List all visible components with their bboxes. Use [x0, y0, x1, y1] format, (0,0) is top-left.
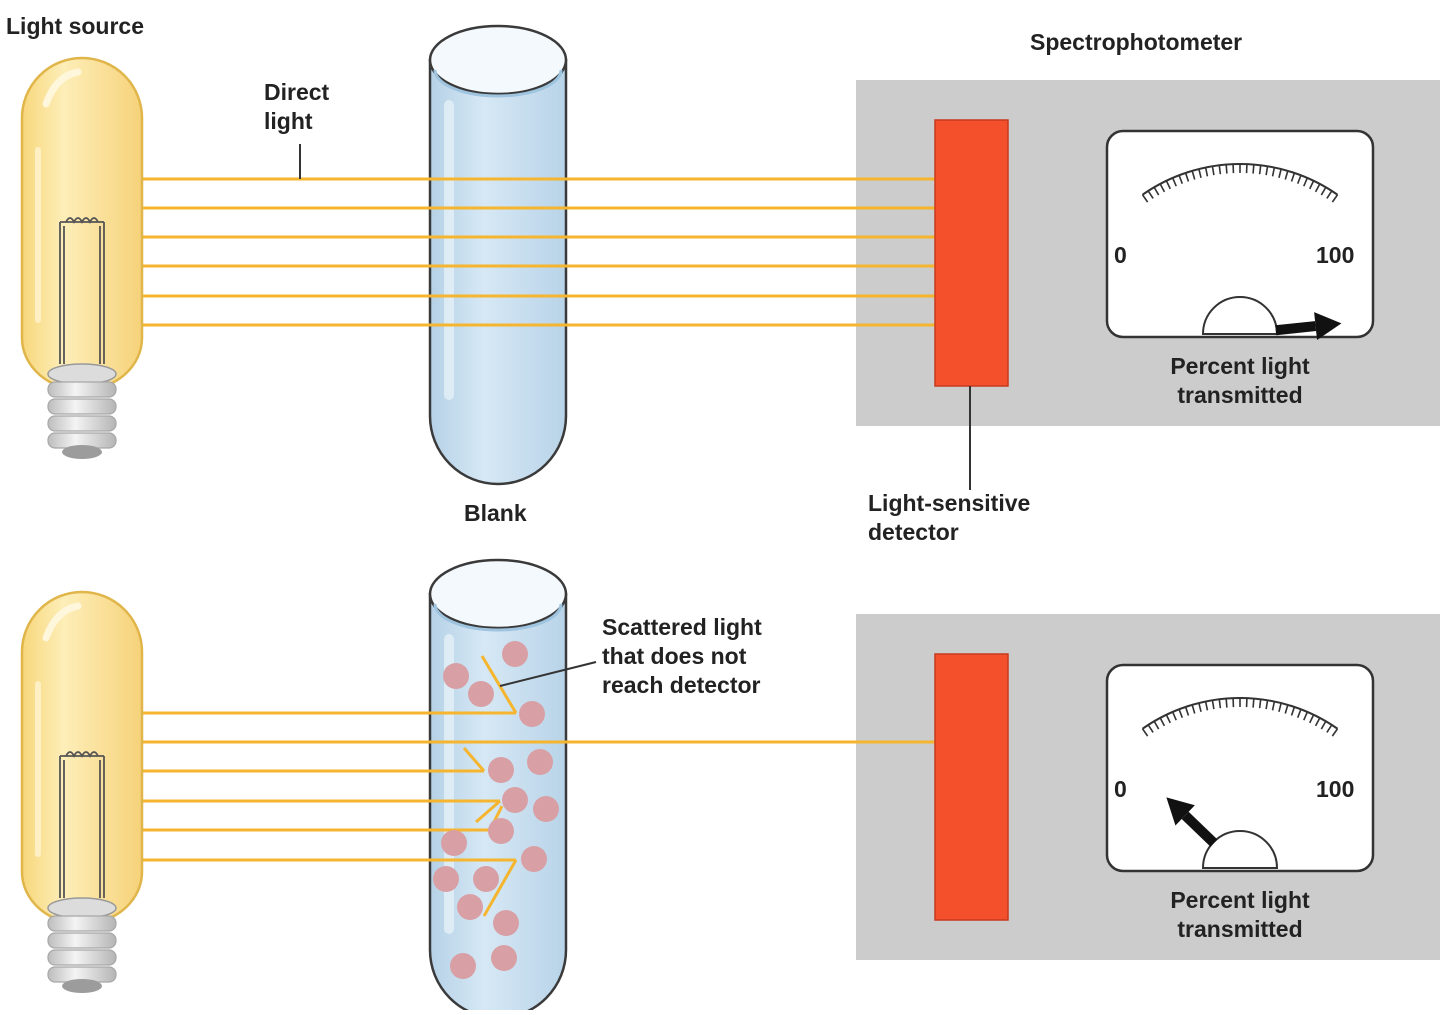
- screw-base-thread: [48, 933, 116, 948]
- meter-caption-line: Percent light: [1140, 352, 1340, 381]
- detector-label-line: detector: [868, 518, 1030, 547]
- bulb-neck: [48, 364, 116, 384]
- screw-base-thread: [48, 416, 116, 431]
- base-contact: [62, 445, 102, 459]
- scattered-label-line: reach detector: [602, 671, 762, 700]
- suspended-particle: [519, 701, 545, 727]
- meter-tick: [1260, 699, 1261, 708]
- meter-top-scale-max: 100: [1316, 242, 1354, 269]
- suspended-particle: [533, 796, 559, 822]
- tube-rim: [430, 560, 566, 628]
- suspended-particle: [491, 945, 517, 971]
- meter-tick: [1253, 165, 1254, 174]
- suspended-particle: [521, 846, 547, 872]
- direct-light-label-line: Direct: [264, 78, 329, 107]
- transmittance-meter-top: [1107, 131, 1373, 340]
- bulb-neck: [48, 898, 116, 918]
- meter-tick: [1253, 699, 1254, 708]
- detector-label: Light-sensitive detector: [868, 489, 1030, 547]
- meter-top-scale-min: 0: [1114, 242, 1127, 269]
- light-bulb-bottom: [22, 592, 142, 993]
- suspended-particle: [433, 866, 459, 892]
- suspended-particle: [502, 641, 528, 667]
- suspended-particle: [527, 749, 553, 775]
- light-sensitive-detector-bottom: [935, 654, 1008, 920]
- meter-tick: [1260, 165, 1261, 174]
- suspended-particle: [468, 681, 494, 707]
- tube-rim: [430, 26, 566, 94]
- screw-base-thread: [48, 950, 116, 965]
- blank-tube-label: Blank: [464, 499, 527, 528]
- meter-bottom-scale-max: 100: [1316, 776, 1354, 803]
- suspended-particle: [450, 953, 476, 979]
- screw-base-thread: [48, 916, 116, 931]
- meter-tick: [1226, 699, 1227, 708]
- meter-top-caption: Percent light transmitted: [1140, 352, 1340, 410]
- scattered-light-label: Scattered light that does not reach dete…: [602, 613, 762, 700]
- light-source-label: Light source: [6, 12, 144, 41]
- suspended-particle: [441, 830, 467, 856]
- detector-label-line: Light-sensitive: [868, 489, 1030, 518]
- suspended-particle: [443, 663, 469, 689]
- transmittance-meter-bottom: [1107, 665, 1373, 871]
- suspended-particle: [488, 757, 514, 783]
- base-contact: [62, 979, 102, 993]
- meter-tick: [1219, 165, 1220, 174]
- blank-test-tube: [430, 26, 566, 484]
- tube-highlight: [444, 100, 454, 400]
- suspended-particle: [488, 818, 514, 844]
- meter-caption-line: transmitted: [1140, 381, 1340, 410]
- light-bulb-top: [22, 58, 142, 459]
- meter-caption-line: transmitted: [1140, 915, 1340, 944]
- meter-needle-shaft: [1276, 326, 1316, 330]
- suspended-particle: [473, 866, 499, 892]
- scattered-label-line: that does not: [602, 642, 762, 671]
- meter-tick: [1226, 165, 1227, 174]
- scattered-label-line: Scattered light: [602, 613, 762, 642]
- screw-base-thread: [48, 382, 116, 397]
- meter-bottom-caption: Percent light transmitted: [1140, 886, 1340, 944]
- meter-caption-line: Percent light: [1140, 886, 1340, 915]
- screw-base-thread: [48, 399, 116, 414]
- suspended-particle: [502, 787, 528, 813]
- direct-light-label-line: light: [264, 107, 329, 136]
- light-sensitive-detector-top: [935, 120, 1008, 386]
- sample-test-tube: [430, 560, 566, 1010]
- direct-light-label: Direct light: [264, 78, 329, 136]
- meter-bottom-scale-min: 0: [1114, 776, 1127, 803]
- spectrophotometer-label: Spectrophotometer: [1030, 28, 1242, 57]
- suspended-particle: [457, 894, 483, 920]
- meter-tick: [1219, 699, 1220, 708]
- suspended-particle: [493, 910, 519, 936]
